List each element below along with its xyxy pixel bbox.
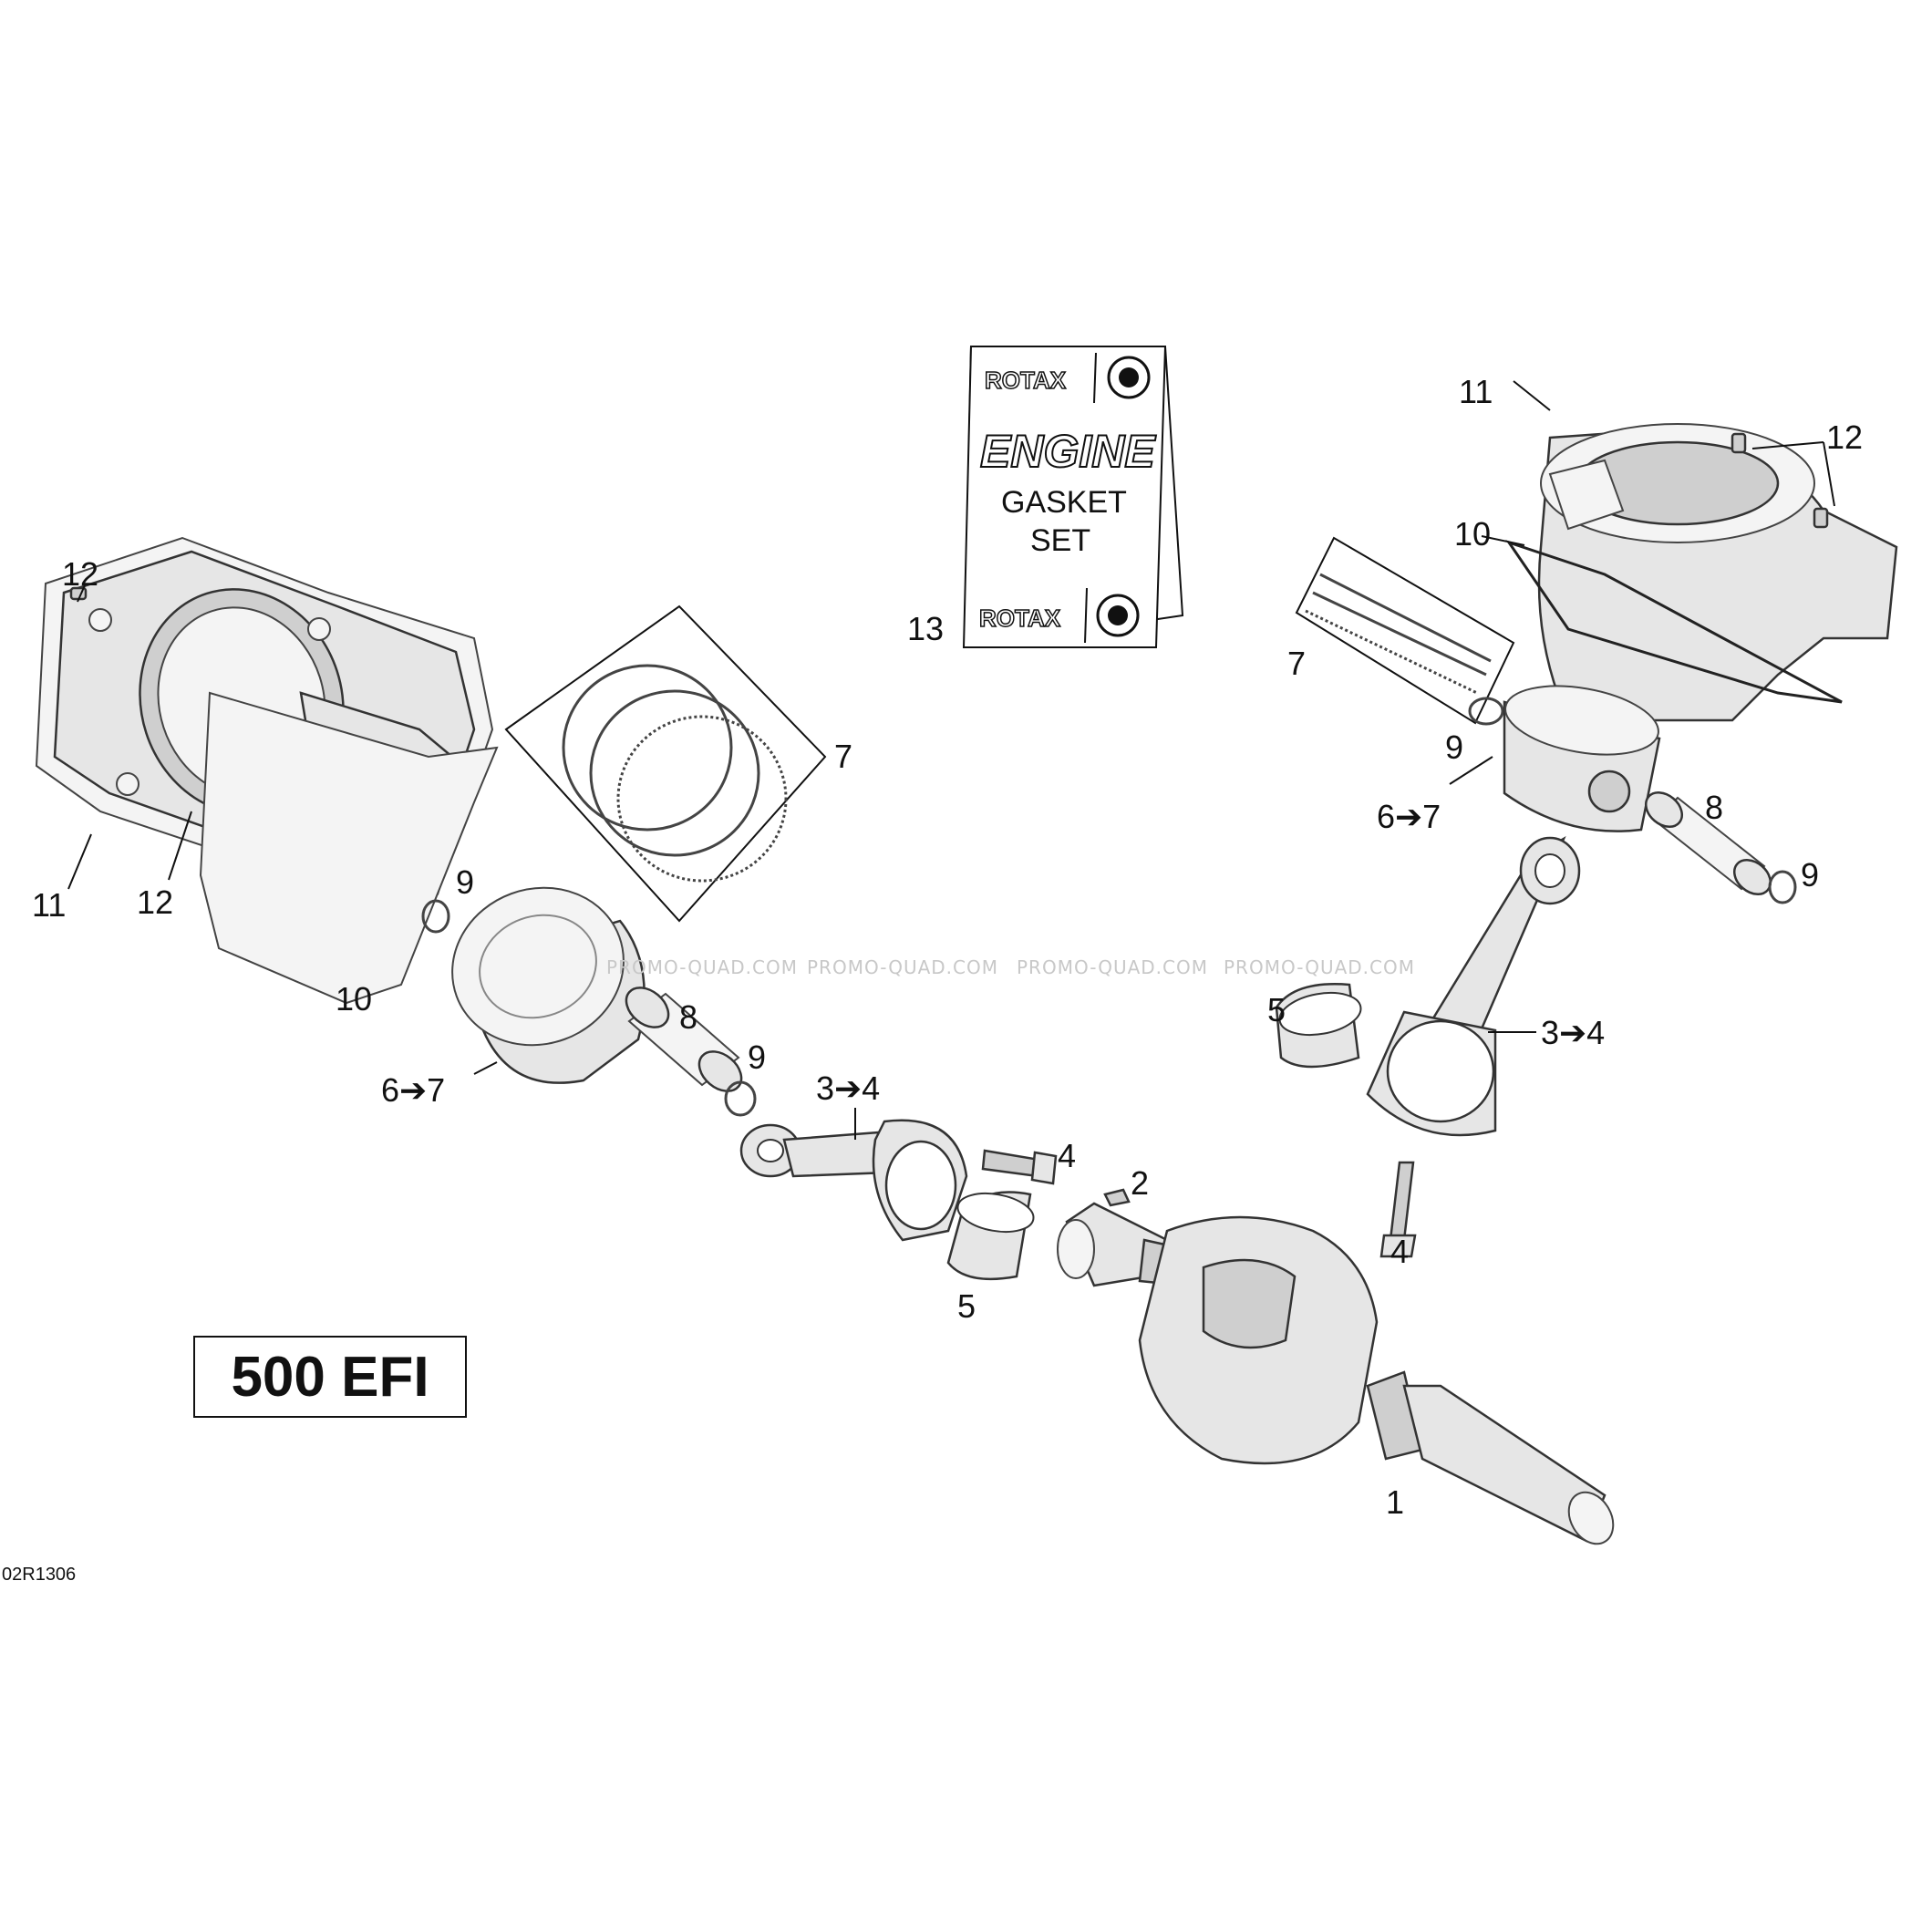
watermark-1: PROMO-QUAD.COM: [606, 956, 798, 978]
right-connecting-rod: [1366, 836, 1581, 1137]
callout-11-right: 11: [1459, 373, 1493, 410]
callout-8-left: 8: [679, 998, 697, 1036]
callout-7-left: 7: [834, 738, 852, 775]
right-piston: [1503, 685, 1661, 832]
callout-3-4-right: 3➔4: [1541, 1014, 1605, 1051]
callout-6-7-right: 6➔7: [1377, 798, 1441, 835]
left-conrod-bolt: [981, 1149, 1058, 1185]
right-piston-pin: [1645, 791, 1772, 895]
left-cylinder-gasket: [199, 691, 499, 1005]
right-circlip-top: [1468, 697, 1504, 726]
callout-9-left-b: 9: [748, 1038, 766, 1076]
callout-9-right-a: 9: [1445, 728, 1463, 766]
engine-gasket-set: ROTAX ENGINE GASKET SET ROTAX: [962, 346, 1184, 649]
watermark-3: PROMO-QUAD.COM: [1017, 956, 1208, 978]
callout-10-left: 10: [336, 980, 372, 1018]
gasket-set-brand-bottom: ROTAX: [979, 604, 1061, 632]
callout-12-left-b: 12: [137, 883, 173, 921]
model-badge: 500 EFI: [193, 1336, 467, 1418]
callout-11-left: 11: [32, 886, 66, 924]
right-cylinder-gasket: [1505, 540, 1843, 704]
callout-7-right: 7: [1287, 645, 1306, 682]
callout-9-right-b: 9: [1801, 856, 1819, 894]
right-circlip-bottom: [1768, 870, 1797, 904]
right-dowel-pin-b: [1813, 507, 1829, 529]
watermark-2: PROMO-QUAD.COM: [807, 956, 998, 978]
right-piston-ring-set: [1295, 536, 1515, 725]
callout-3-4-left: 3➔4: [816, 1069, 880, 1107]
right-conrod-bolt: [1379, 1161, 1417, 1258]
gasket-set-title: ENGINE: [980, 426, 1156, 477]
callout-5-left: 5: [957, 1287, 976, 1325]
callout-4-left: 4: [1058, 1137, 1076, 1174]
gasket-set-brand-top: ROTAX: [985, 367, 1067, 394]
left-circlip-bottom: [724, 1080, 757, 1117]
watermark-4: PROMO-QUAD.COM: [1224, 956, 1415, 978]
callout-12-right: 12: [1826, 418, 1863, 456]
crankshaft: [1057, 1202, 1615, 1545]
callouts: 1 2 3➔4 3➔4 4 4 5 5 6➔7 6➔7 7 7 8 8 9 9 …: [32, 373, 1863, 1521]
left-piston-pin: [625, 987, 743, 1092]
leader-lines: [67, 380, 1835, 1140]
left-circlip-top: [421, 899, 450, 934]
callout-4-right: 4: [1390, 1233, 1409, 1270]
callout-2: 2: [1131, 1164, 1149, 1202]
callout-10-right: 10: [1454, 515, 1491, 553]
callout-8-right: 8: [1705, 789, 1723, 826]
left-bearing: [946, 1191, 1035, 1281]
diagram-code: 02R1306: [2, 1565, 77, 1585]
callout-13: 13: [907, 610, 944, 647]
left-piston-ring-set: [504, 604, 827, 923]
callout-1: 1: [1386, 1483, 1404, 1521]
callout-12-left-a: 12: [62, 555, 98, 593]
left-piston: [451, 886, 646, 1084]
callout-9-left-a: 9: [456, 863, 474, 901]
right-dowel-pin-a: [1731, 432, 1747, 454]
callout-5-right: 5: [1267, 991, 1286, 1028]
right-bearing: [1275, 983, 1362, 1069]
callout-6-7-left: 6➔7: [381, 1071, 445, 1109]
left-connecting-rod: [739, 1119, 968, 1242]
gasket-set-line3: SET: [1030, 523, 1090, 558]
gasket-set-line2: GASKET: [1001, 485, 1127, 520]
woodruff-key: [1103, 1188, 1131, 1207]
